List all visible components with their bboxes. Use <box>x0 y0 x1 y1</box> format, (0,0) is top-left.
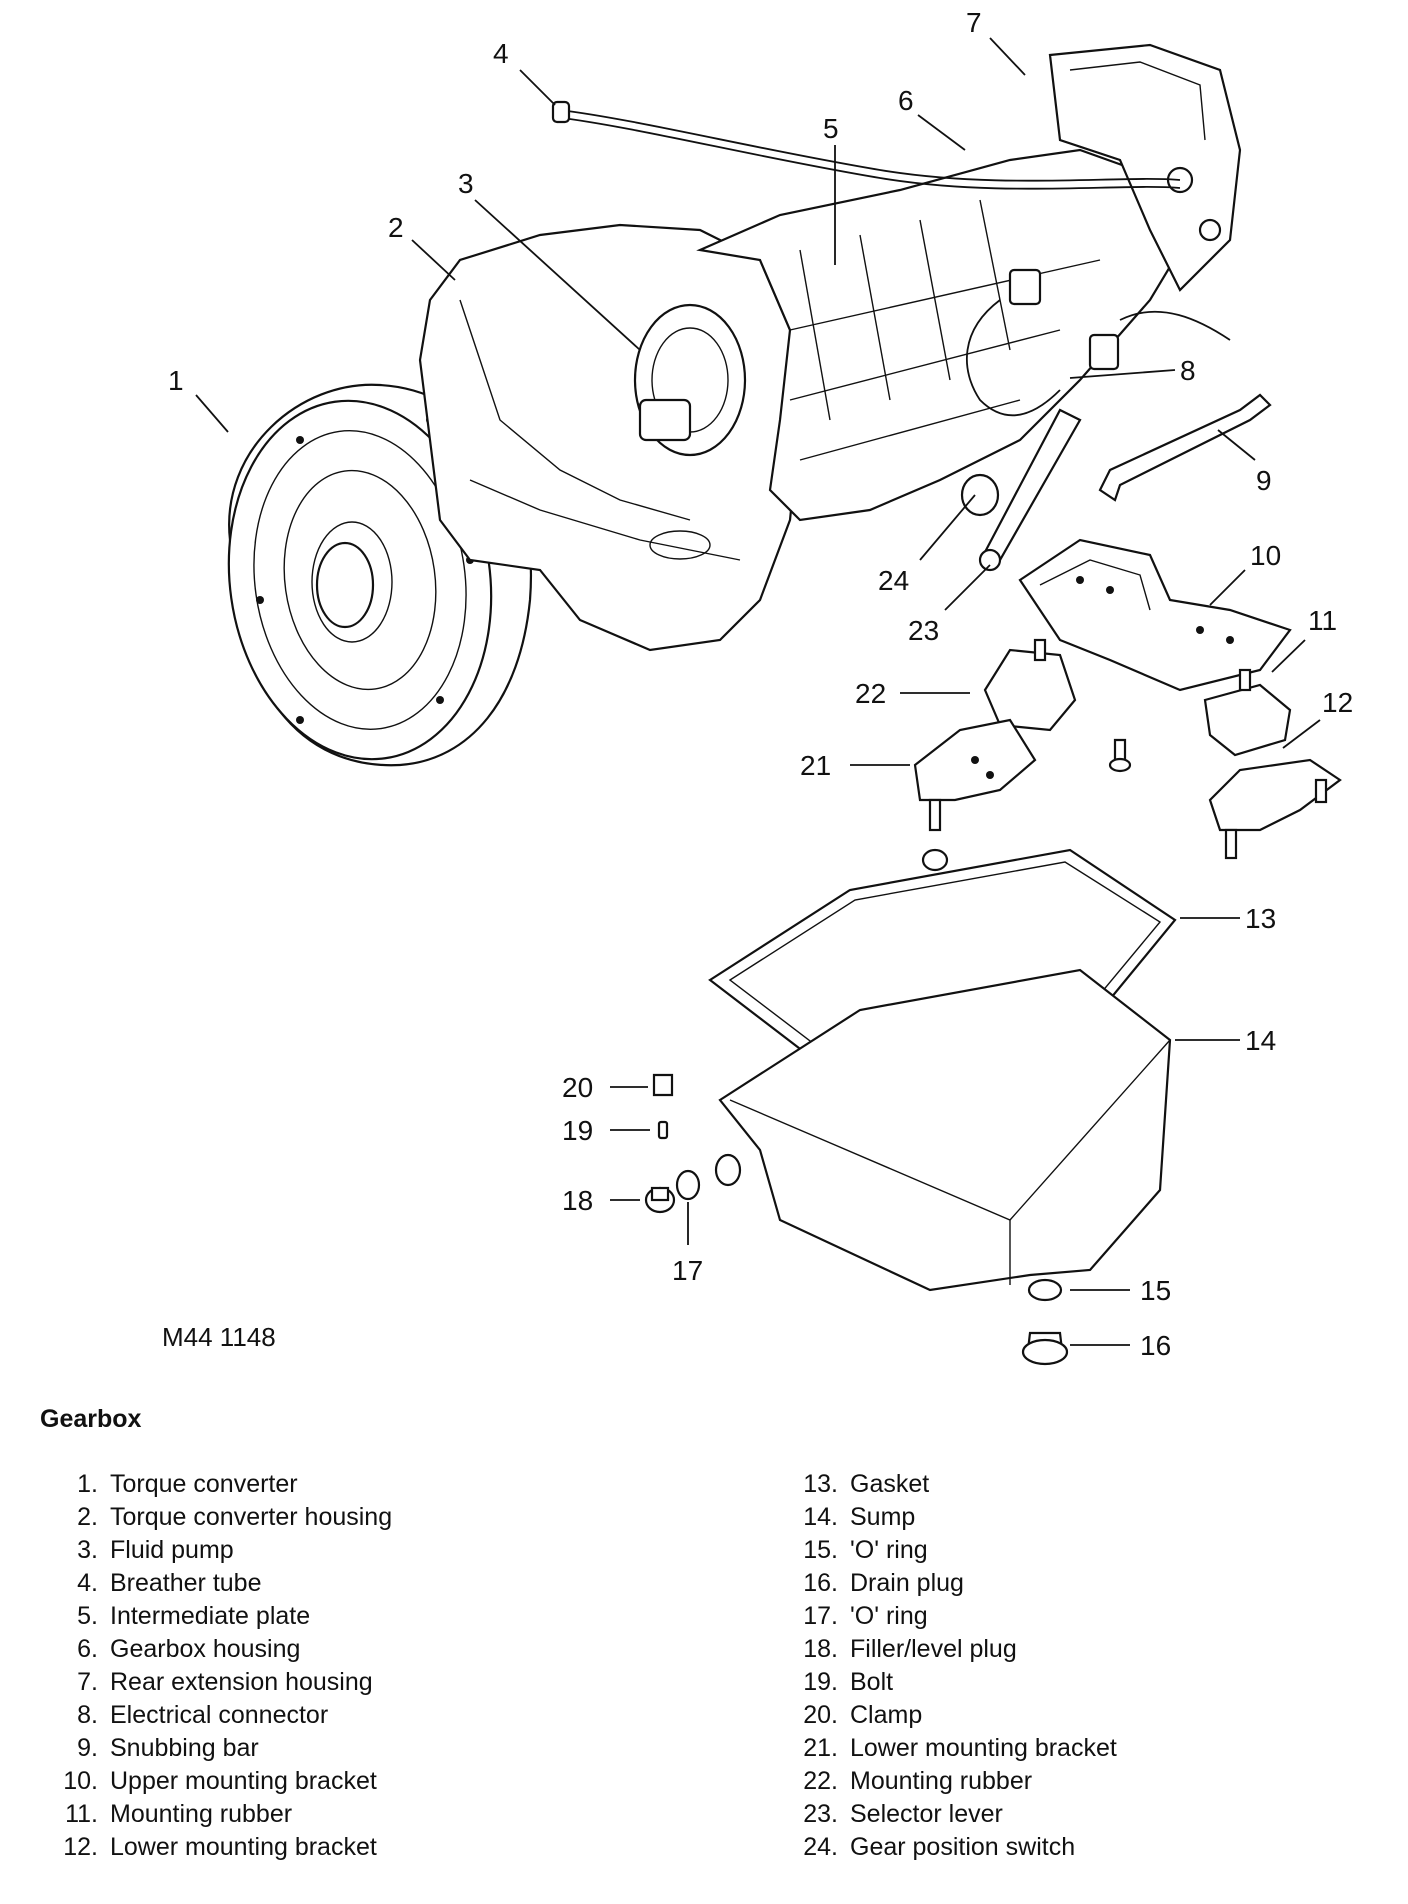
callout-leaders <box>195 37 1321 1346</box>
legend-item: 7.Rear extension housing <box>77 1668 373 1696</box>
legend-item: 21.Lower mounting bracket <box>803 1734 1117 1762</box>
legend-item: 1.Torque converter <box>77 1470 298 1498</box>
legend-item: 11.Mounting rubber <box>65 1800 293 1828</box>
callout-2: 2 <box>388 212 404 243</box>
breather-tube <box>551 100 1181 190</box>
callout-21: 21 <box>800 750 831 781</box>
legend-item: 17.'O' ring <box>803 1602 928 1630</box>
selector-lever <box>960 408 1082 572</box>
torque-converter-housing <box>418 223 802 652</box>
legend-item: 12.Lower mounting bracket <box>63 1833 377 1861</box>
callout-23: 23 <box>908 615 939 646</box>
gearbox-housing <box>696 148 1182 522</box>
legend-item: 6.Gearbox housing <box>77 1635 301 1663</box>
legend-column-left: 1.Torque converter 2.Torque converter ho… <box>40 1468 392 1864</box>
callout-13: 13 <box>1245 903 1276 934</box>
exploded-gearbox-diagram: 1 2 3 4 5 6 7 8 9 10 11 12 13 14 15 16 1… <box>168 7 1353 1366</box>
callout-20: 20 <box>562 1072 593 1103</box>
drain-plug <box>1021 1331 1069 1366</box>
lower-mounting-bracket-front <box>913 718 1037 872</box>
callout-16: 16 <box>1140 1330 1171 1361</box>
legend-item: 10.Upper mounting bracket <box>63 1767 377 1795</box>
figure-code: M44 1148 <box>162 1322 276 1352</box>
callout-12: 12 <box>1322 687 1353 718</box>
legend-item: 13.Gasket <box>803 1470 930 1498</box>
legend-item: 24.Gear position switch <box>803 1833 1076 1861</box>
callout-1: 1 <box>168 365 184 396</box>
legend-column-right: 13.Gasket 14.Sump 15.'O' ring 16.Drain p… <box>780 1468 1117 1864</box>
callout-7: 7 <box>966 7 982 38</box>
callout-3: 3 <box>458 168 474 199</box>
callout-4: 4 <box>493 38 509 69</box>
bolt <box>657 1120 669 1140</box>
callout-9: 9 <box>1256 465 1272 496</box>
legend-item: 22.Mounting rubber <box>803 1767 1033 1795</box>
legend-item: 19.Bolt <box>803 1668 894 1696</box>
callout-10: 10 <box>1250 540 1281 571</box>
sump <box>714 968 1172 1292</box>
legend-item: 14.Sump <box>803 1503 916 1531</box>
legend-item: 5.Intermediate plate <box>77 1602 311 1630</box>
legend-item: 16.Drain plug <box>803 1569 964 1597</box>
callout-14: 14 <box>1245 1025 1276 1056</box>
callout-labels: 1 2 3 4 5 6 7 8 9 10 11 12 13 14 15 16 1… <box>168 7 1353 1361</box>
legend-item: 8.Electrical connector <box>77 1701 329 1729</box>
callout-19: 19 <box>562 1115 593 1146</box>
filler-level-plug <box>644 1186 676 1214</box>
callout-11: 11 <box>1308 605 1337 636</box>
callout-5: 5 <box>823 113 839 144</box>
mounting-rubber-rear <box>1203 668 1292 757</box>
upper-mounting-bracket <box>1018 538 1292 773</box>
callout-22: 22 <box>855 678 886 709</box>
legend-item: 3.Fluid pump <box>77 1536 234 1564</box>
snubbing-bar <box>1098 393 1272 502</box>
clamp <box>652 1073 674 1097</box>
legend-item: 18.Filler/level plug <box>803 1635 1017 1663</box>
legend-item: 4.Breather tube <box>77 1569 262 1597</box>
lower-mounting-bracket-rear <box>1208 758 1342 860</box>
legend-item: 9.Snubbing bar <box>77 1734 259 1762</box>
legend-item: 15.'O' ring <box>803 1536 928 1564</box>
callout-18: 18 <box>562 1185 593 1216</box>
mounting-rubber-front <box>983 638 1077 732</box>
callout-24: 24 <box>878 565 909 596</box>
legend-title: Gearbox <box>40 1405 142 1433</box>
legend-item: 20.Clamp <box>803 1701 923 1729</box>
callout-15: 15 <box>1140 1275 1171 1306</box>
legend-item: 23.Selector lever <box>803 1800 1003 1828</box>
legend-item: 2.Torque converter housing <box>77 1503 393 1531</box>
callout-17: 17 <box>672 1255 703 1286</box>
o-ring-filler <box>675 1169 701 1201</box>
callout-8: 8 <box>1180 355 1196 386</box>
callout-6: 6 <box>898 85 914 116</box>
o-ring-drain <box>1027 1278 1063 1302</box>
electrical-connector <box>965 268 1231 417</box>
